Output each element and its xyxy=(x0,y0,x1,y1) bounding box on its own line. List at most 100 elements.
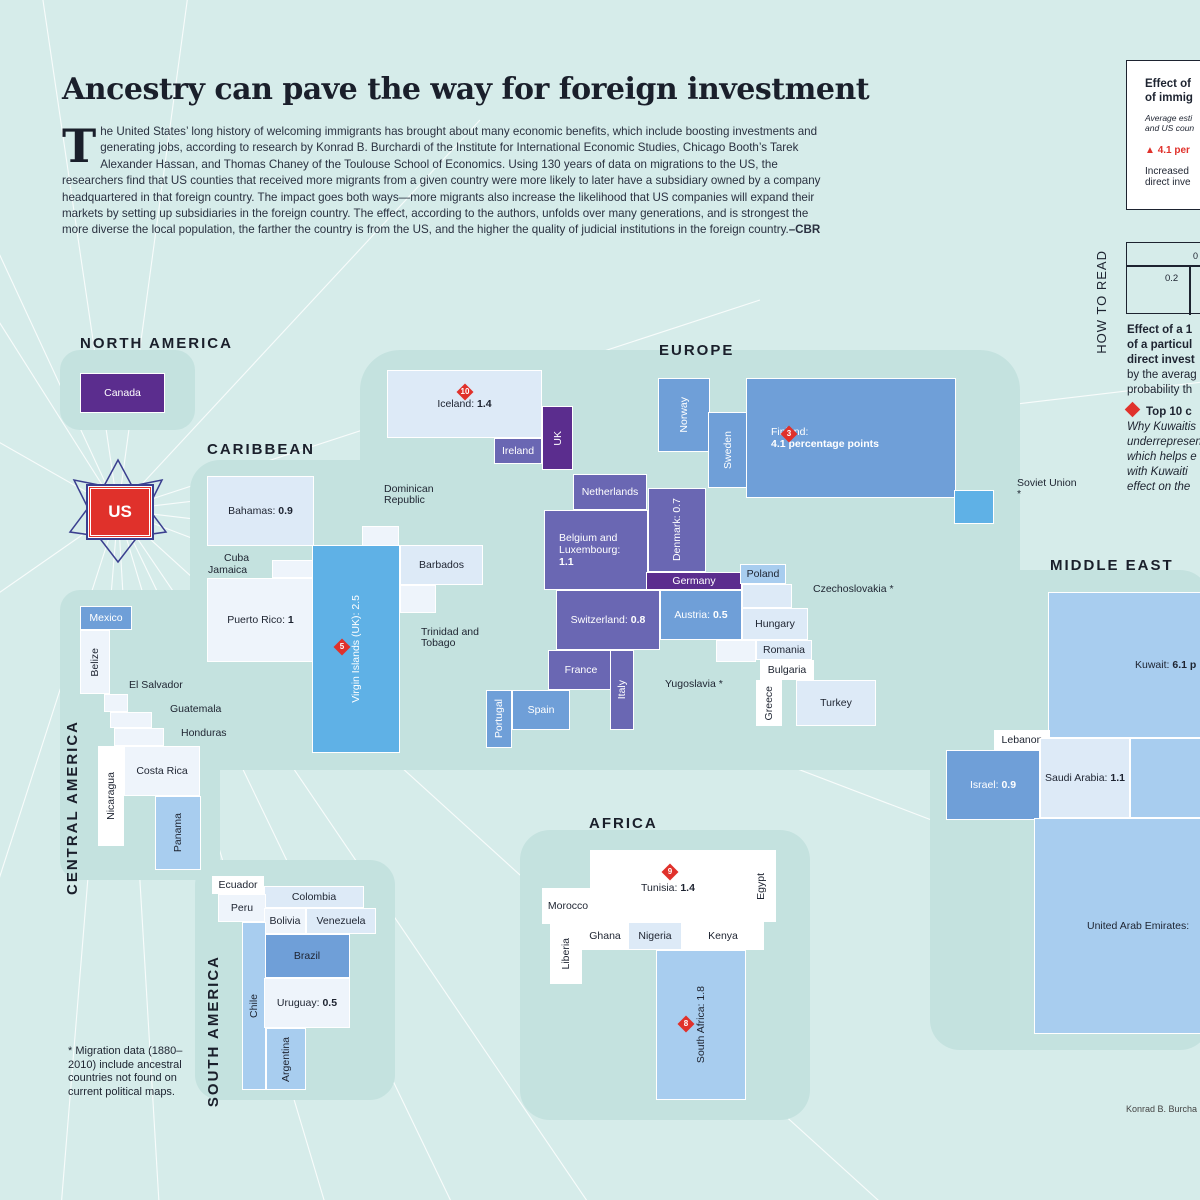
legend-sub-2: and US coun xyxy=(1145,123,1195,133)
region-africa: AFRICA xyxy=(589,815,658,832)
country-turkey: Turkey xyxy=(796,680,876,726)
country-venezuela: Venezuela xyxy=(306,908,376,934)
rank-badge-finland: 3 xyxy=(780,425,798,443)
country-barbados: Barbados xyxy=(400,545,483,585)
country-cuba-jamaica xyxy=(272,560,313,578)
country-nicaragua: Nicaragua xyxy=(98,746,124,846)
country-canada: Canada xyxy=(80,373,165,413)
country-costa-rica: Costa Rica xyxy=(124,746,200,796)
country-austria: Austria: 0.5 xyxy=(660,590,742,640)
country-israel: Israel: 0.9 xyxy=(946,750,1040,820)
region-north-america: NORTH AMERICA xyxy=(80,335,233,352)
country-belgium-luxembourg: Belgium and Luxembourg:1.1 xyxy=(544,510,648,590)
label-el-salvador: El Salvador xyxy=(129,679,183,691)
label-soviet-union: Soviet Union * xyxy=(1017,477,1077,500)
country-kenya: Kenya xyxy=(682,922,764,950)
country-lebanon: Lebanon xyxy=(994,730,1050,750)
country-virgin-islands-uk: Virgin Islands (UK): 2.5 xyxy=(312,545,400,753)
country-bahamas: Bahamas: 0.9 xyxy=(207,476,314,546)
country-finland: Finland:4.1 percentage points xyxy=(746,378,956,498)
legend-inc-1: Increased xyxy=(1145,166,1189,177)
rank-badge-iceland: 10 xyxy=(456,383,474,401)
rank-badge-tunisia: 9 xyxy=(661,863,679,881)
country-ghana: Ghana xyxy=(582,922,628,950)
country-saudi-arabia: Saudi Arabia: 1.1 xyxy=(1040,738,1130,818)
country-nigeria: Nigeria xyxy=(628,922,682,950)
country-morocco: Morocco xyxy=(542,888,594,924)
region-europe: EUROPE xyxy=(659,342,735,359)
country-uk: UK xyxy=(542,406,573,470)
country-norway: Norway xyxy=(658,378,710,452)
label-trinidad-tobago: Trinidad and Tobago xyxy=(421,626,479,649)
country-brazil: Brazil xyxy=(264,934,350,978)
country-el-salvador xyxy=(104,694,128,712)
country-trinidad-tobago xyxy=(400,585,436,613)
country-belize: Belize xyxy=(80,630,110,694)
country-iceland: Iceland: 1.4 xyxy=(387,370,542,438)
country-south-africa: South Africa: 1.8 xyxy=(656,950,746,1100)
country-honduras xyxy=(114,728,164,746)
country-dominican-republic xyxy=(362,526,399,546)
legend-top10: Top 10 c xyxy=(1124,401,1200,420)
country-hungary: Hungary xyxy=(742,608,808,640)
country-germany: Germany xyxy=(646,572,742,590)
rank-badge-virgin-islands: 5 xyxy=(333,638,351,656)
how-to-read-label: HOW TO READ xyxy=(1094,250,1109,354)
country-peru: Peru xyxy=(218,894,266,922)
country-yugoslavia xyxy=(716,640,756,662)
country-uruguay: Uruguay: 0.5 xyxy=(264,978,350,1028)
country-denmark: Denmark: 0.7 xyxy=(648,488,706,572)
country-portugal: Portugal xyxy=(486,690,512,748)
legend-up-value: ▲ 4.1 per xyxy=(1145,145,1190,156)
intro-dropcap: T xyxy=(62,119,97,173)
label-jamaica: Jamaica xyxy=(208,564,248,576)
label-czechoslovakia: Czechoslovakia * xyxy=(813,583,894,595)
us-star-burst-icon xyxy=(68,458,168,564)
country-greece: Greece xyxy=(756,680,782,726)
label-cuba: Cuba xyxy=(224,552,250,564)
legend-inc-2: direct inve xyxy=(1145,177,1191,188)
country-romania: Romania xyxy=(756,640,812,660)
scale-value-label: 0.2 xyxy=(1165,273,1179,284)
country-france: France xyxy=(548,650,614,690)
legend-sub-1: Average esti xyxy=(1145,113,1193,123)
label-dominican-republic: Dominican Republic xyxy=(384,483,434,506)
country-poland: Poland xyxy=(740,564,786,584)
intro-text: he United States’ long history of welcom… xyxy=(62,125,821,237)
legend-box: Effect of of immig Average esti and US c… xyxy=(1126,60,1200,210)
scale-box: 0 0.2 xyxy=(1126,242,1200,315)
page-title: Ancestry can pave the way for foreign in… xyxy=(62,72,870,107)
country-argentina: Argentina xyxy=(266,1028,306,1090)
country-italy: Italy xyxy=(610,650,634,730)
country-egypt: Egypt xyxy=(746,850,776,922)
us-marker: US xyxy=(86,484,154,540)
country-soviet-union xyxy=(954,490,994,524)
country-liberia: Liberia xyxy=(550,924,582,984)
country-kuwait: Kuwait: 6.1 p xyxy=(1048,592,1200,738)
country-colombia: Colombia xyxy=(264,886,364,908)
rank-badge-south-africa: 8 xyxy=(677,1015,695,1033)
country-panama: Panama xyxy=(155,796,201,870)
country-middle-east-extra xyxy=(1130,738,1200,818)
region-south-america: SOUTH AMERICA xyxy=(205,955,222,1108)
country-bolivia: Bolivia xyxy=(264,908,306,934)
legend-title-1: Effect of xyxy=(1145,78,1191,90)
legend-title-2: of immig xyxy=(1145,92,1193,104)
credit-line: Konrad B. Burcha xyxy=(1126,1104,1198,1114)
country-spain: Spain xyxy=(512,690,570,730)
country-ireland: Ireland xyxy=(494,438,542,464)
country-sweden: Sweden xyxy=(708,412,748,488)
region-caribbean: CARIBBEAN xyxy=(207,441,315,458)
label-yugoslavia: Yugoslavia * xyxy=(665,678,723,690)
country-chile: Chile xyxy=(242,922,266,1090)
label-guatemala: Guatemala xyxy=(170,703,222,715)
country-mexico: Mexico xyxy=(80,606,132,630)
country-switzerland: Switzerland: 0.8 xyxy=(556,590,660,650)
country-tunisia: Tunisia: 1.4 xyxy=(590,850,746,926)
country-czechoslovakia xyxy=(742,584,792,608)
country-puerto-rico: Puerto Rico: 1 xyxy=(207,578,314,662)
country-guatemala xyxy=(110,712,152,728)
country-bulgaria: Bulgaria xyxy=(760,660,814,680)
region-central-america: CENTRAL AMERICA xyxy=(64,720,81,895)
